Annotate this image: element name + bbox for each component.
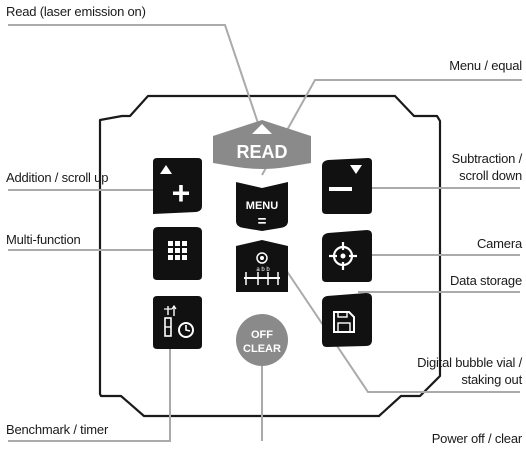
- vial-label: a b b: [256, 267, 270, 273]
- callout-bubble-line2: staking out: [461, 372, 522, 387]
- camera-button[interactable]: [322, 230, 372, 282]
- floppy-disk-icon: [333, 311, 355, 333]
- callout-bubble-line1: Digital bubble vial /: [417, 355, 522, 370]
- up-triangle-icon: [252, 124, 272, 134]
- addition-button[interactable]: +: [153, 158, 202, 214]
- callout-subtraction-line1: Subtraction /: [451, 151, 523, 166]
- menu-button[interactable]: MENU =: [236, 182, 288, 231]
- leader-benchmark: [8, 310, 171, 442]
- callout-benchmark-timer: Benchmark / timer: [6, 422, 109, 437]
- multi-function-button[interactable]: [153, 227, 202, 280]
- callout-data-storage: Data storage: [449, 273, 522, 288]
- off-label: OFF: [251, 329, 273, 341]
- leader-read: [8, 24, 263, 136]
- callout-subtraction: Subtraction / scroll down: [451, 150, 523, 184]
- leader-bubble: [277, 257, 520, 393]
- benchmark-timer-icon: [164, 304, 194, 338]
- equal-symbol: =: [258, 213, 267, 230]
- down-triangle-icon: [350, 165, 362, 174]
- data-storage-button[interactable]: [322, 293, 372, 347]
- callout-addition: Addition / scroll up: [6, 170, 109, 185]
- callout-multi-function: Multi-function: [6, 232, 81, 247]
- off-clear-button[interactable]: OFF CLEAR: [236, 314, 288, 366]
- menu-label: MENU: [246, 200, 278, 212]
- callout-menu: Menu / equal: [449, 58, 522, 73]
- callout-read: Read (laser emission on): [6, 4, 146, 19]
- callout-camera: Camera: [476, 236, 522, 251]
- callout-power-off: Power off / clear: [431, 431, 522, 446]
- clear-label: CLEAR: [243, 343, 281, 355]
- bubble-vial-icon: a b b: [244, 252, 280, 285]
- minus-symbol: [329, 187, 352, 191]
- grid-icon: [168, 241, 187, 260]
- benchmark-timer-button[interactable]: [153, 296, 202, 349]
- crosshair-icon: [329, 242, 357, 270]
- up-triangle-icon: [160, 165, 172, 174]
- callout-subtraction-line2: scroll down: [459, 168, 522, 183]
- plus-symbol: +: [172, 175, 191, 211]
- read-label: READ: [236, 142, 287, 162]
- callout-bubble-vial: Digital bubble vial / staking out: [417, 354, 522, 388]
- subtraction-button[interactable]: [322, 158, 372, 214]
- bubble-vial-button[interactable]: a b b: [236, 240, 288, 292]
- read-button[interactable]: READ: [213, 120, 311, 169]
